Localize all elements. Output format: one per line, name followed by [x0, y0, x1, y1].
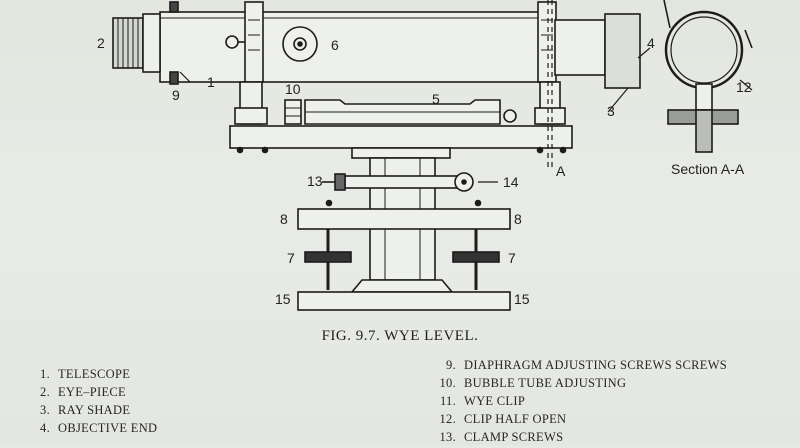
callout-13: 13 [307, 173, 323, 189]
legend-label: TELESCOPE [58, 367, 131, 381]
legend-item: 13. CLAMP SCREWS [430, 430, 727, 448]
legend-label: BUBBLE TUBE ADJUSTING [464, 376, 627, 390]
foot-screws [304, 229, 500, 290]
upper-parallel-plate [297, 199, 511, 230]
legend-right: 9. DIAPHRAGM ADJUSTING SCREWS SCREWS 10. B… [430, 358, 727, 448]
legend-item: 1. TELESCOPE [30, 367, 157, 385]
ray-shade [554, 13, 641, 89]
callout-1: 1 [207, 74, 215, 90]
callout-5: 5 [432, 91, 440, 107]
diaphragm-screws [169, 1, 179, 85]
legend-item: 10. BUBBLE TUBE ADJUSTING [430, 376, 727, 394]
legend-number: 11. [439, 394, 456, 408]
bubble-tube [304, 99, 517, 125]
figure-caption: FIG. 9.7. WYE LEVEL. [321, 328, 479, 344]
legend-number: 12. [439, 412, 456, 426]
legend-number: 4. [40, 421, 50, 435]
eye-piece [112, 13, 161, 73]
callout-6: 6 [331, 37, 339, 53]
section-line [547, 0, 553, 170]
wye-level-diagram: 1 2 3 4 5 6 7 7 8 8 9 10 12 13 14 15 15 … [97, 0, 753, 311]
legend-left: 1. TELESCOPE 2. EYE–PIECE 3. RAY SHADE 4. OB… [30, 367, 157, 439]
callout-9: 9 [172, 87, 180, 103]
callout-8-left: 8 [280, 211, 288, 227]
section-detail [663, 0, 753, 153]
legend-item: 12. CLIP HALF OPEN [430, 412, 727, 430]
telescope-tube [159, 11, 556, 83]
legend-item: 2. EYE–PIECE [30, 385, 157, 403]
callout-15-left: 15 [275, 291, 291, 307]
tangent-screw [454, 172, 474, 192]
clamp-screw [322, 173, 346, 191]
legend-number: 3. [40, 403, 50, 417]
callout-7-left: 7 [287, 250, 295, 266]
callout-2: 2 [97, 35, 105, 51]
callout-14: 14 [503, 174, 519, 190]
trivet-plate [297, 279, 511, 311]
callout-3: 3 [607, 103, 615, 119]
bubble-adjusting-screw [284, 99, 302, 125]
left-wye-support [234, 1, 268, 125]
callout-15-right: 15 [514, 291, 530, 307]
callout-12: 12 [736, 79, 752, 95]
legend-number: 10. [439, 376, 456, 390]
legend-label: RAY SHADE [58, 403, 131, 417]
legend-label: WYE CLIP [464, 394, 526, 408]
focusing-screw [282, 26, 318, 62]
legend-number: 13. [439, 430, 456, 444]
legend-item: 3. RAY SHADE [30, 403, 157, 421]
callout-8-right: 8 [514, 211, 522, 227]
legend-number: 2. [40, 385, 50, 399]
clip-pin [225, 35, 248, 49]
legend-label: OBJECTIVE END [58, 421, 158, 435]
legend-label: CLAMP SCREWS [464, 430, 564, 444]
clamp-collar [344, 175, 458, 189]
legend-item: 11. WYE CLIP [430, 394, 727, 412]
callout-4: 4 [647, 35, 655, 51]
callout-10: 10 [285, 81, 301, 97]
legend-number: 1. [40, 367, 50, 381]
legend-item: 4. OBJECTIVE END [30, 421, 157, 439]
legend-number: 9. [446, 358, 456, 372]
legend-label: DIAPHRAGM ADJUSTING SCREWS SCREWS [464, 358, 728, 372]
section-label: Section A-A [671, 161, 745, 177]
legend-label: EYE–PIECE [58, 385, 126, 399]
section-marker-a: A [556, 163, 566, 179]
callout-arrows [179, 47, 753, 183]
legend-item: 9. DIAPHRAGM ADJUSTING SCREWS SCREWS [430, 358, 727, 376]
legend-label: CLIP HALF OPEN [464, 412, 567, 426]
callout-7-right: 7 [508, 250, 516, 266]
